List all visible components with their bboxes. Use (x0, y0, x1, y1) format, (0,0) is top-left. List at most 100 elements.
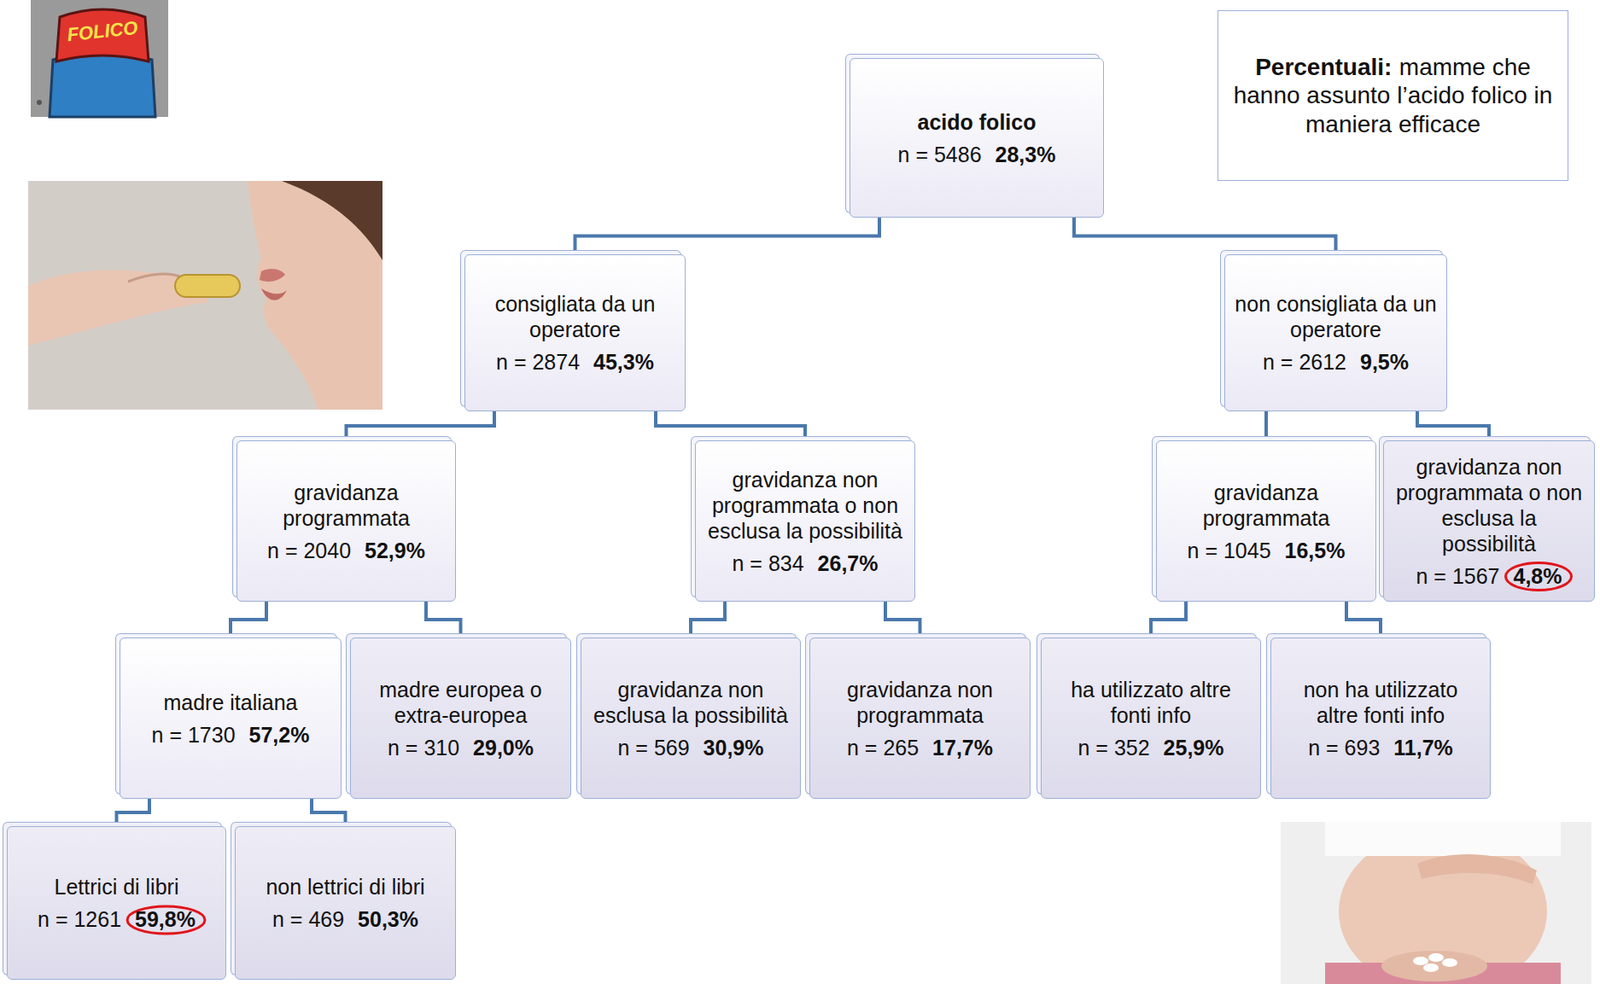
text-line: n = 1261 59,8% (16, 906, 217, 933)
node-value: n = 265 (846, 735, 919, 760)
highlight-layer (7, 827, 226, 980)
decision-node: gravidanza non programmata n = 265 17,7% (809, 637, 1031, 800)
text-line: Percentuali:mamme che hanno assunto l’ac… (1232, 52, 1554, 140)
text-line: consigliata da un operatore (473, 291, 677, 343)
lower-hand (1381, 951, 1488, 982)
text-line: madre europea o extra-europea (359, 677, 562, 729)
decision-node: gravidanza non esclusa la possibilità n =… (580, 637, 801, 800)
node-content: gravidanza programmatan = 204052,9% (245, 479, 447, 564)
node-label: consigliata da un operatore (495, 291, 656, 342)
tree-connector (885, 601, 921, 638)
text-line: n = 83426,7% (704, 550, 906, 577)
node-value: n = 469 (272, 907, 345, 932)
node-content: non consigliata da un operatoren = 26129… (1233, 291, 1438, 375)
hair (281, 181, 383, 261)
text-line: n = 548628,3% (858, 141, 1095, 168)
pill (1442, 958, 1458, 968)
text-line: n = 2612 9,5% (1233, 349, 1438, 375)
node-value: 4,8% (1513, 564, 1563, 589)
node-content: Percentuali:mamme che hanno assunto l’ac… (1232, 52, 1554, 140)
decision-node: acido folico n = 548628,3% (849, 58, 1104, 218)
node-value: 29,0% (472, 735, 534, 760)
node-label: non ha utilizzato altre fonti info (1303, 677, 1459, 728)
text-line: gravidanza non programmata o non esclusa… (1392, 454, 1586, 557)
node-content: madre italiana n = 1730 57,2% (128, 689, 333, 748)
text-line: n = 104516,5% (1165, 537, 1367, 564)
node-label: Lettrici di libri (54, 875, 180, 900)
node-value: n = 310 (387, 735, 460, 760)
tree-connector (690, 601, 725, 638)
tree-connector (230, 601, 267, 638)
text-line: gravidanza programmata (245, 479, 447, 532)
node-content: non ha utilizzato altre fonti info n = 69… (1279, 677, 1482, 761)
node-label: madre europea o extra-europea (379, 677, 542, 728)
node-value: n = 1045 (1187, 538, 1272, 563)
node-value: n = 5486 (898, 142, 982, 167)
tree-connector (1074, 217, 1337, 255)
tree-connector (311, 799, 346, 827)
node-value: 30,9% (703, 735, 765, 760)
text-line: n = 46950,3% (244, 906, 447, 933)
node-value: 52,9% (364, 538, 426, 563)
node-value: n = 569 (618, 735, 690, 760)
capsule (175, 274, 240, 298)
text-line: n = 1567 4,8% (1392, 563, 1586, 590)
text-line: n = 69311,7% (1279, 735, 1482, 761)
face (247, 181, 383, 410)
node-value: n = 2612 (1262, 350, 1347, 374)
tree-connector (1264, 411, 1268, 441)
note-box: Percentuali:mamme che hanno assunto l’ac… (1217, 10, 1569, 182)
node-value: 57,2% (249, 723, 310, 748)
decision-node: non consigliata da un operatoren = 26129… (1224, 254, 1448, 412)
decision-node: non lettrici di libri n = 46950,3% (234, 826, 456, 981)
text-line: n = 2874 45,3% (473, 349, 677, 375)
tree-connector (655, 411, 806, 441)
text-line: n = 35225,9% (1050, 735, 1252, 761)
node-value: 59,8% (134, 907, 196, 932)
highlight-circle (1506, 563, 1572, 591)
upper-hand (1417, 854, 1537, 885)
node-value: n = 1567 (1416, 564, 1501, 589)
node-label: ha utilizzato altre fonti info (1070, 677, 1232, 728)
node-content: gravidanza non programmata o non esclusa… (1392, 454, 1586, 590)
text-line: gravidanza non esclusa la possibilità (589, 677, 792, 729)
node-label: gravidanza non programmata o non esclusa… (1395, 455, 1583, 556)
decision-node: madre italiana n = 1730 57,2% (119, 637, 342, 800)
tree-connector (1417, 411, 1490, 441)
node-value: n = 1730 (151, 723, 236, 748)
bottle-body (49, 53, 156, 118)
tree-connector (116, 799, 151, 827)
node-label: acido folico (917, 110, 1037, 135)
node-value: 45,3% (593, 350, 655, 374)
node-value: 9,5% (1360, 350, 1409, 374)
icon-ground (30, 0, 169, 117)
decision-node: gravidanza non programmata o non esclusa… (1383, 440, 1595, 602)
node-value: n = 2874 (496, 350, 580, 374)
pill (1428, 953, 1444, 963)
node-value: 17,7% (932, 735, 993, 760)
tree-connector (575, 217, 881, 255)
node-content: Lettrici di libri n = 1261 59,8% (16, 874, 217, 933)
node-label: non lettrici di libri (265, 875, 425, 900)
text-line: non ha utilizzato altre fonti info (1279, 677, 1482, 729)
text-line: n = 1730 57,2% (128, 722, 333, 748)
node-content: gravidanza non programmata o non esclusa… (704, 467, 906, 577)
text-line: madre italiana (128, 689, 333, 716)
text-line: gravidanza non programmata (818, 677, 1022, 729)
tree-connector (1150, 601, 1186, 638)
node-content: acido folico n = 548628,3% (858, 109, 1095, 168)
node-value: n = 1261 (37, 907, 122, 932)
node-content: consigliata da un operatore n = 2874 45,3% (473, 291, 677, 375)
pill (1423, 963, 1439, 973)
node-label: gravidanza programmata (282, 480, 410, 531)
node-label: gravidanza non programmata o non esclusa… (707, 467, 903, 544)
text-line: gravidanza non programmata o non esclusa… (704, 467, 906, 544)
text-line: n = 569 30,9% (589, 735, 792, 761)
pill (1413, 957, 1429, 966)
decision-node: Lettrici di libri n = 1261 59,8% (6, 826, 227, 981)
upper-lip (259, 268, 286, 282)
photo-ground (28, 181, 383, 410)
icon-dot (36, 99, 42, 106)
text-line: n = 265 17,7% (818, 735, 1022, 761)
text-line: acido folico (858, 109, 1095, 135)
